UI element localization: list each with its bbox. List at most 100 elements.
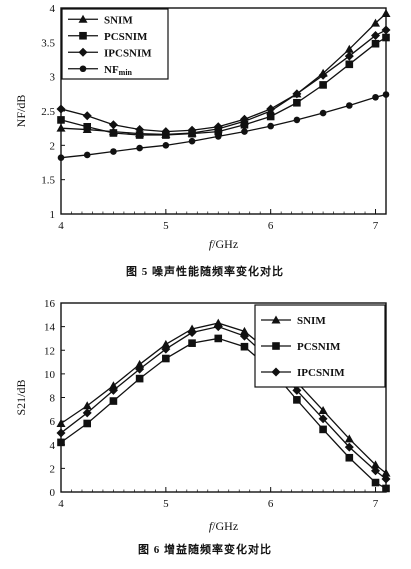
data-point xyxy=(293,116,301,124)
data-point xyxy=(56,123,66,132)
data-point xyxy=(381,468,391,477)
data-point xyxy=(161,127,171,137)
data-point xyxy=(135,364,145,374)
legend-label: PCSNIM xyxy=(297,341,341,353)
data-point xyxy=(371,18,381,27)
data-point xyxy=(319,109,327,117)
data-point xyxy=(318,70,328,80)
data-point xyxy=(109,129,118,137)
data-point xyxy=(135,374,144,383)
data-point xyxy=(162,354,170,363)
data-point xyxy=(371,478,380,487)
y-tick-label: 3.5 xyxy=(41,37,55,49)
data-point xyxy=(371,466,381,476)
data-point xyxy=(345,60,354,69)
legend-marker xyxy=(271,367,281,377)
y-tick-label: 10 xyxy=(44,369,56,381)
series-line-3 xyxy=(60,325,387,480)
data-point xyxy=(161,344,171,354)
series-line-2 xyxy=(60,337,387,490)
y-tick-label: 2 xyxy=(50,140,56,152)
x-axis-label-var: f xyxy=(209,519,214,533)
data-point xyxy=(110,148,117,155)
series-line-4 xyxy=(60,93,387,159)
data-point xyxy=(345,453,354,462)
x-axis-label-var: f xyxy=(209,237,214,251)
legend-label: SNIM xyxy=(297,315,326,327)
y-tick-label: 2 xyxy=(50,463,56,475)
data-point xyxy=(187,125,197,135)
x-tick-label: 4 xyxy=(58,498,64,510)
y-axis-label: S21/dB xyxy=(14,379,28,415)
data-point xyxy=(56,428,66,438)
data-point xyxy=(371,30,381,40)
data-point xyxy=(292,385,302,395)
data-point xyxy=(135,125,145,135)
data-point xyxy=(108,120,118,130)
data-point xyxy=(241,128,248,135)
legend-box xyxy=(61,8,169,80)
data-point xyxy=(162,142,170,149)
data-point xyxy=(240,120,249,129)
data-point xyxy=(109,397,118,405)
y-tick-label: 12 xyxy=(44,345,55,357)
y-tick-label: 1.5 xyxy=(41,175,55,187)
data-point xyxy=(381,8,391,17)
legend-label: SNIM xyxy=(104,14,133,26)
data-point xyxy=(240,342,249,351)
x-axis-label: f/GHz xyxy=(209,519,238,533)
y-tick-label: 1 xyxy=(50,209,56,221)
legend-marker xyxy=(79,65,87,73)
legend-marker xyxy=(78,47,88,57)
y-tick-label: 14 xyxy=(44,322,56,334)
data-point xyxy=(83,122,92,131)
data-point xyxy=(382,91,390,98)
data-point xyxy=(135,131,144,139)
y-tick-label: 6 xyxy=(50,416,56,428)
legend-marker xyxy=(79,31,87,40)
series-line-2 xyxy=(60,36,387,136)
data-point xyxy=(319,81,327,89)
data-point xyxy=(382,484,390,493)
x-tick-label: 5 xyxy=(163,498,169,510)
x-tick-label: 6 xyxy=(268,498,274,510)
legend-marker xyxy=(271,315,281,324)
data-point xyxy=(239,326,249,335)
data-point xyxy=(318,414,328,424)
data-point xyxy=(57,438,65,447)
data-point xyxy=(266,112,275,121)
data-point xyxy=(56,418,66,427)
data-point xyxy=(319,425,327,434)
y-tick-label: 3 xyxy=(50,72,56,84)
data-point xyxy=(371,39,380,48)
x-tick-label: 6 xyxy=(268,220,274,232)
data-point xyxy=(382,33,390,42)
data-point xyxy=(82,111,92,121)
data-point xyxy=(83,151,91,159)
data-point xyxy=(82,408,92,418)
data-point xyxy=(293,98,301,107)
data-point xyxy=(108,381,118,390)
x-axis-label-unit: /GHz xyxy=(212,519,238,533)
x-axis-label: f/GHz xyxy=(209,237,238,251)
data-point xyxy=(214,127,223,136)
legend-label: PCSNIM xyxy=(104,31,148,43)
data-point xyxy=(57,154,65,161)
legend-label-sub: min xyxy=(119,68,133,77)
data-point xyxy=(292,89,302,99)
data-point xyxy=(213,122,223,132)
x-tick-label: 5 xyxy=(163,220,169,232)
data-point xyxy=(344,434,354,443)
data-point xyxy=(372,93,379,101)
data-point xyxy=(267,122,274,130)
data-point xyxy=(188,339,196,347)
data-point xyxy=(213,322,223,332)
data-point xyxy=(108,385,118,395)
y-tick-label: 4 xyxy=(50,3,56,15)
series-line-3 xyxy=(60,29,387,133)
x-tick-label: 4 xyxy=(58,220,64,232)
data-point xyxy=(214,334,223,343)
